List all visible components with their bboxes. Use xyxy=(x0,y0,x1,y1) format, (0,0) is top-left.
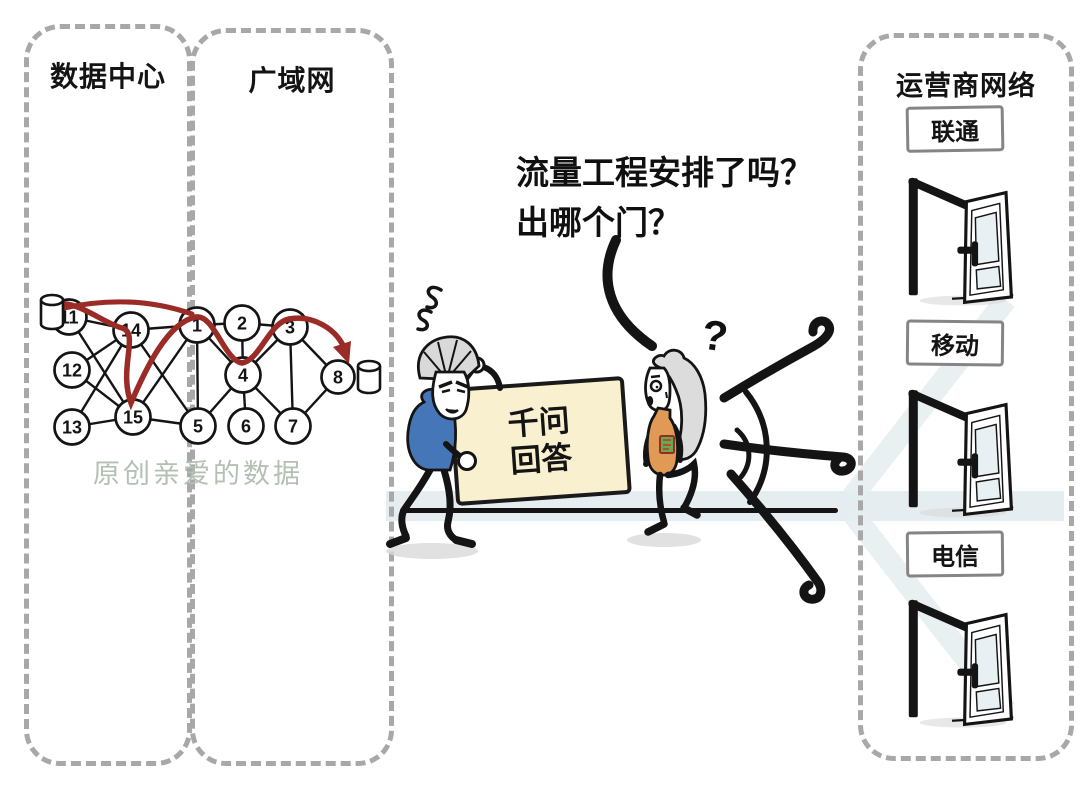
woman-hair xyxy=(652,348,708,461)
sign-board: 千问 回答 xyxy=(448,376,632,506)
watermark: 原创亲爱的数据 xyxy=(93,459,303,489)
woman-face xyxy=(644,366,672,412)
speech-line2: 出哪个门？ xyxy=(516,204,681,241)
exit-arrows xyxy=(719,316,856,604)
man-hand-top xyxy=(468,356,486,374)
door-sign-telecom: 电信 xyxy=(905,530,1005,578)
panel-wan: 广域网 xyxy=(190,28,394,766)
panel-datacenter-title: 数据中心 xyxy=(49,61,166,92)
man-shadow xyxy=(386,543,478,559)
speech-line1: 流量工程安排了吗？ xyxy=(516,154,813,191)
door-sign-mobile: 移动 xyxy=(905,319,1005,367)
door-sign-unicom: 联通 xyxy=(905,105,1005,153)
door-sign-unicom-label: 联通 xyxy=(930,118,980,146)
panel-carrier: 运营商网络 xyxy=(858,33,1074,761)
door-sign-telecom-label: 电信 xyxy=(930,543,980,571)
ground-line xyxy=(400,508,838,513)
panel-datacenter: 数据中心 xyxy=(24,24,192,766)
question-mark: ? xyxy=(698,310,731,361)
annoyance-squiggle-icon xyxy=(416,285,443,332)
panel-carrier-title: 运营商网络 xyxy=(896,71,1036,101)
sign-line2: 回答 xyxy=(509,439,574,480)
panel-wan-title: 广域网 xyxy=(248,65,336,96)
arrow-to-mobile xyxy=(719,439,856,476)
woman-top xyxy=(645,406,679,477)
door-sign-mobile-label: 移动 xyxy=(930,332,980,360)
arrow-to-unicom xyxy=(719,316,835,403)
sign-line1: 千问 xyxy=(506,402,571,442)
man-hair xyxy=(417,335,481,382)
woman-badge xyxy=(659,435,675,454)
speech-tail xyxy=(602,235,657,351)
decision-arcs xyxy=(734,389,770,505)
woman-shadow xyxy=(627,533,701,547)
